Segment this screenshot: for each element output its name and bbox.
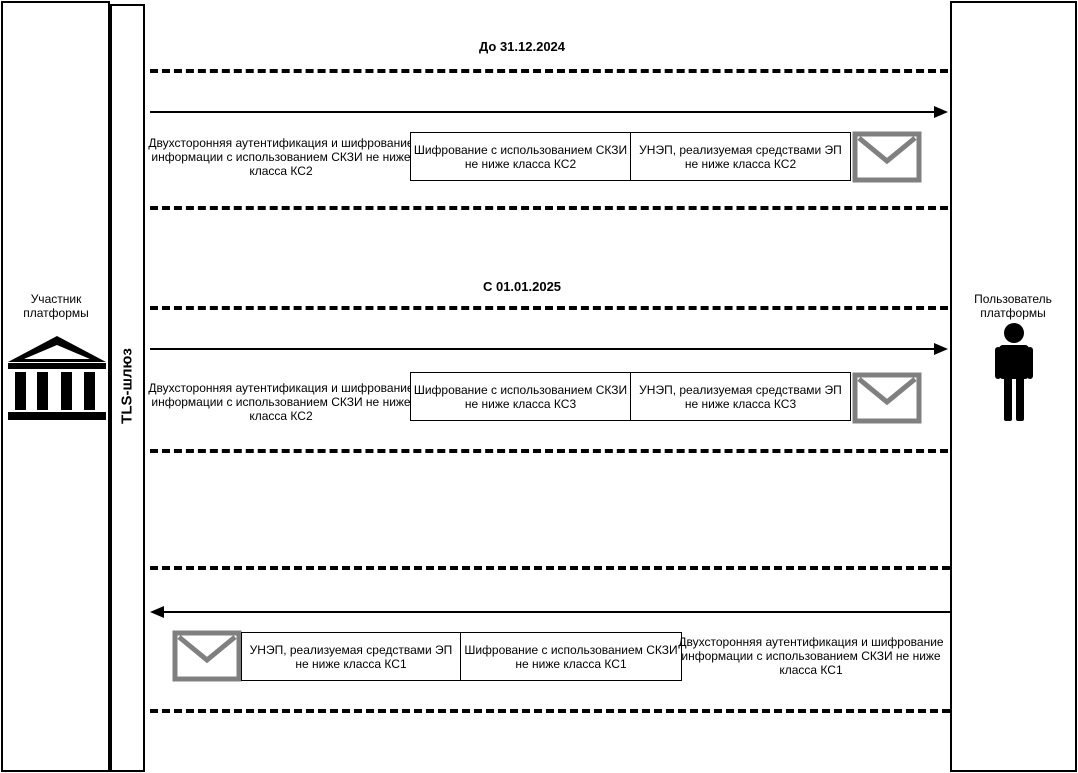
tls-gateway-label: TLS-шлюз — [118, 348, 136, 424]
period-3-arrow — [150, 606, 951, 618]
envelope-icon — [852, 131, 922, 183]
period-3-bottom-divider — [150, 709, 950, 713]
period-2-bottom-divider — [150, 449, 948, 453]
person-icon — [995, 323, 1033, 421]
envelope-icon — [172, 630, 242, 682]
period-2-top-divider — [150, 306, 948, 310]
period-2-signature-box: УНЭП, реализуемая средствами ЭП не ниже … — [631, 372, 851, 421]
period-3-encryption-box: Шифрование с использованием СКЗИ не ниже… — [461, 632, 682, 681]
period-3-auth-text: Двухсторонняя аутентификация и шифровани… — [678, 635, 944, 677]
period-1-signature-box: УНЭП, реализуемая средствами ЭП не ниже … — [631, 132, 851, 181]
tls-gateway-lane — [110, 4, 145, 772]
period-3-signature-box: УНЭП, реализуемая средствами ЭП не ниже … — [241, 632, 461, 681]
period-2-encryption-box: Шифрование с использованием СКЗИ не ниже… — [410, 372, 631, 421]
period-2-box-row: Шифрование с использованием СКЗИ не ниже… — [410, 372, 851, 421]
period-1-auth-text: Двухсторонняя аутентификация и шифровани… — [148, 136, 414, 178]
period-1-box-row: Шифрование с использованием СКЗИ не ниже… — [410, 132, 851, 181]
period-1-title: До 31.12.2024 — [478, 39, 566, 54]
period-1-arrow — [150, 106, 948, 118]
period-2-arrow — [150, 343, 948, 355]
period-1-top-divider — [150, 69, 948, 73]
user-label: Пользователь платформы — [974, 292, 1052, 320]
participant-label: Участник платформы — [23, 292, 89, 320]
user-lane — [950, 1, 1077, 772]
period-1-bottom-divider — [150, 206, 948, 210]
envelope-icon — [852, 372, 922, 424]
period-3-top-divider — [150, 566, 950, 570]
bank-icon — [8, 336, 106, 420]
period-3-box-row: УНЭП, реализуемая средствами ЭП не ниже … — [241, 632, 682, 681]
period-2-title: С 01.01.2025 — [482, 279, 562, 294]
period-1-encryption-box: Шифрование с использованием СКЗИ не ниже… — [410, 132, 631, 181]
period-2-auth-text: Двухсторонняя аутентификация и шифровани… — [148, 381, 414, 423]
